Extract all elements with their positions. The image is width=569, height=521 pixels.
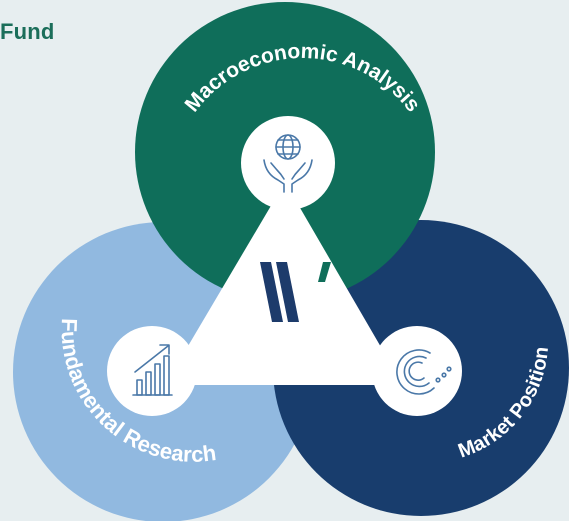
macro-icon-badge [241, 116, 335, 210]
fundamental-icon-badge [107, 326, 197, 416]
page-heading: Fund [0, 19, 55, 44]
concentric-arcs-icon [396, 349, 452, 395]
globe-in-hands-icon [263, 134, 313, 193]
growth-bar-chart-icon [132, 344, 173, 396]
market-icon-badge [372, 326, 462, 416]
w-logo-mark [260, 262, 331, 322]
